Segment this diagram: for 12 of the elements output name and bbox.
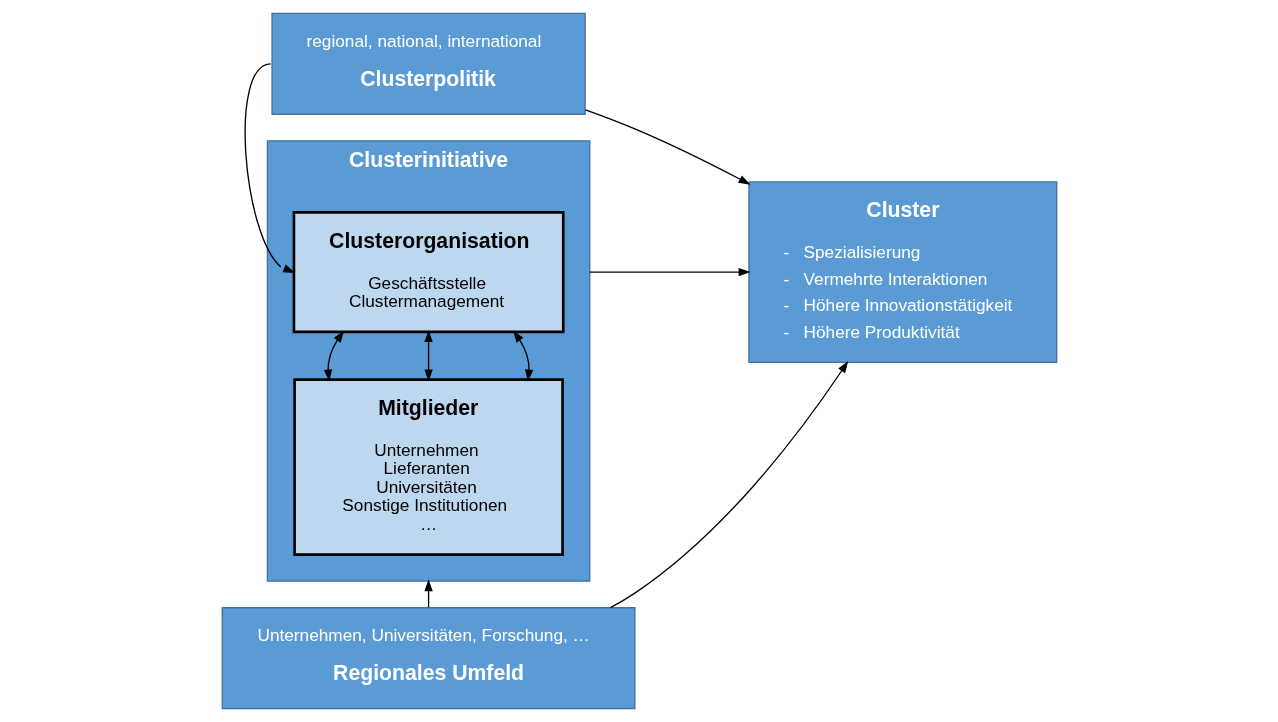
arrow	[323, 330, 344, 382]
node-box: Mitglieder Unternehmen Lieferanten Universitäten Sonstige Institutionen …	[292, 378, 564, 556]
node-box: regional, national, international Clusterpolitik	[270, 12, 586, 115]
arrow	[243, 63, 295, 273]
node-box: Unternehmen, Universitäten, Forschung, … Regionales Umfeld	[221, 607, 636, 710]
arrow	[423, 330, 433, 382]
arrow	[584, 109, 751, 185]
node-box: Clusterorganisation Geschäftsstelle Clustermanagement	[292, 211, 565, 334]
node-box: Cluster - Spezialisierung - Vermehrte Interaktionen - Höhere Innovationstätigkeit - Höhere Produktivität	[747, 181, 1057, 363]
arrow	[609, 360, 848, 609]
arrow	[588, 267, 751, 277]
arrow	[512, 330, 533, 382]
